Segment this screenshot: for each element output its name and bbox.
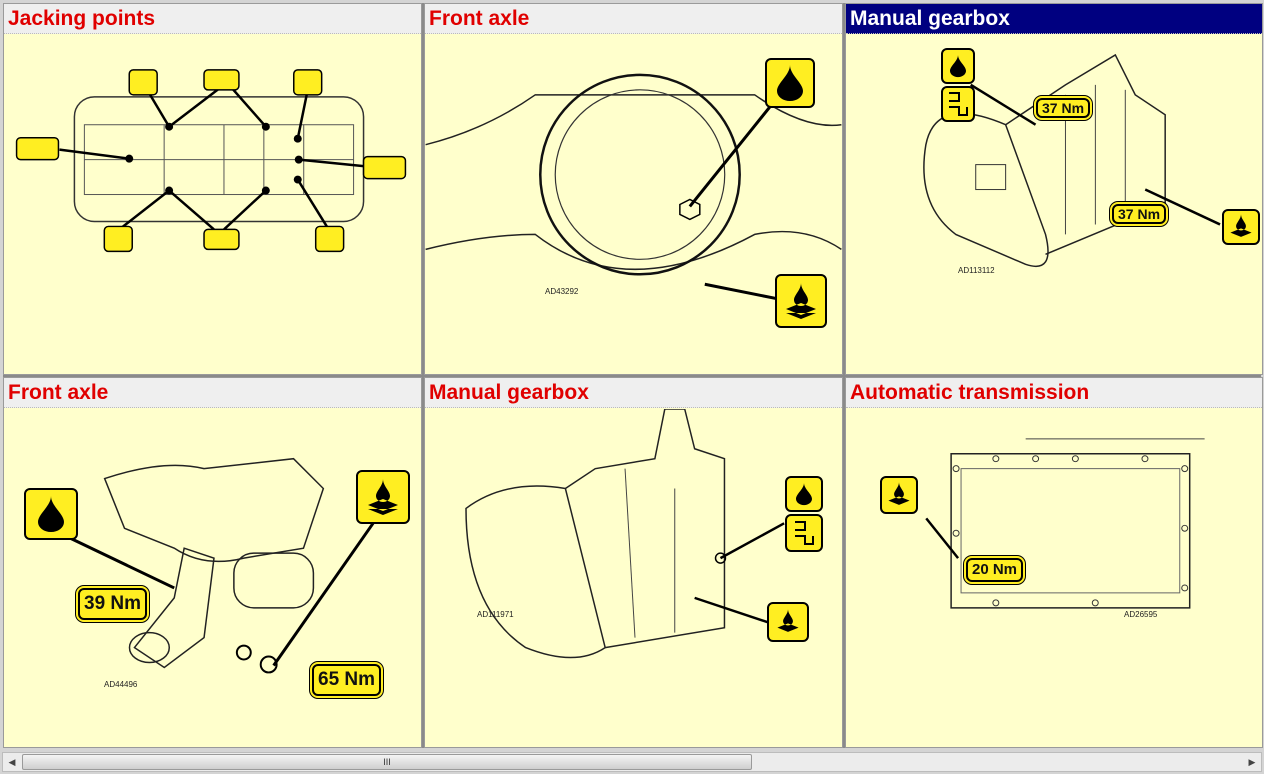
torque-label: 37 Nm [1112,204,1167,224]
torque-label: 37 Nm [1036,98,1091,118]
oil-drain-icon [767,602,809,642]
figure-code: AD111971 [477,610,514,619]
oil-drain-icon [1222,209,1260,245]
sealant-icon [941,86,975,122]
scrollbar-thumb[interactable]: III [22,754,752,770]
torque-label: 65 Nm [312,664,382,696]
torque-label: 20 Nm [966,558,1024,582]
panel-jacking-points[interactable]: Jacking points [3,3,422,375]
automatic-transmission-diagram [925,438,1205,609]
panel-title: Automatic transmission [846,378,1262,408]
panel-title: Front axle [425,4,842,34]
panel-title: Front axle [4,378,421,408]
oil-drop-icon [785,476,823,512]
oil-drop-icon [24,488,78,540]
panel-title: Jacking points [4,4,421,34]
panel-title: Manual gearbox [425,378,842,408]
panel-front-axle-2[interactable]: Front axle 39 Nm 65 Nm AD44496 [3,377,422,748]
front-axle-flange-diagram [59,457,375,674]
panel-title: Manual gearbox [846,4,1262,34]
scroll-right-arrow-icon[interactable]: ▶ [1248,756,1256,767]
figure-code: AD113112 [958,266,995,275]
panel-manual-gearbox-2[interactable]: Manual gearbox AD111971 [424,377,843,748]
panel-automatic-transmission[interactable]: Automatic transmission 20 Nm AD26595 [845,377,1263,748]
jacking-points-diagram [15,69,407,253]
figure-code: AD26595 [1124,610,1158,619]
oil-drain-icon [356,470,410,524]
oil-drain-icon [880,476,918,514]
panel-front-axle-1[interactable]: Front axle AD43292 [424,3,843,375]
manual-gearbox-diagram [923,53,1221,267]
oil-drop-icon [765,58,815,108]
panel-manual-gearbox-1[interactable]: Manual gearbox 37 Nm 37 Nm AD113112 [845,3,1263,375]
front-axle-diagram [425,73,842,301]
manual-gearbox-side-diagram [465,409,785,659]
horizontal-scrollbar[interactable]: ◀ III ▶ [2,752,1262,772]
sealant-icon [785,514,823,552]
oil-drain-icon [775,274,827,328]
figure-code: AD44496 [104,680,138,689]
torque-label: 39 Nm [78,588,148,620]
illustration-grid: Jacking points Front axle AD43292 Manual… [3,3,1263,748]
oil-drop-icon [941,48,975,84]
scroll-left-arrow-icon[interactable]: ◀ [8,756,16,767]
figure-code: AD43292 [545,287,579,296]
